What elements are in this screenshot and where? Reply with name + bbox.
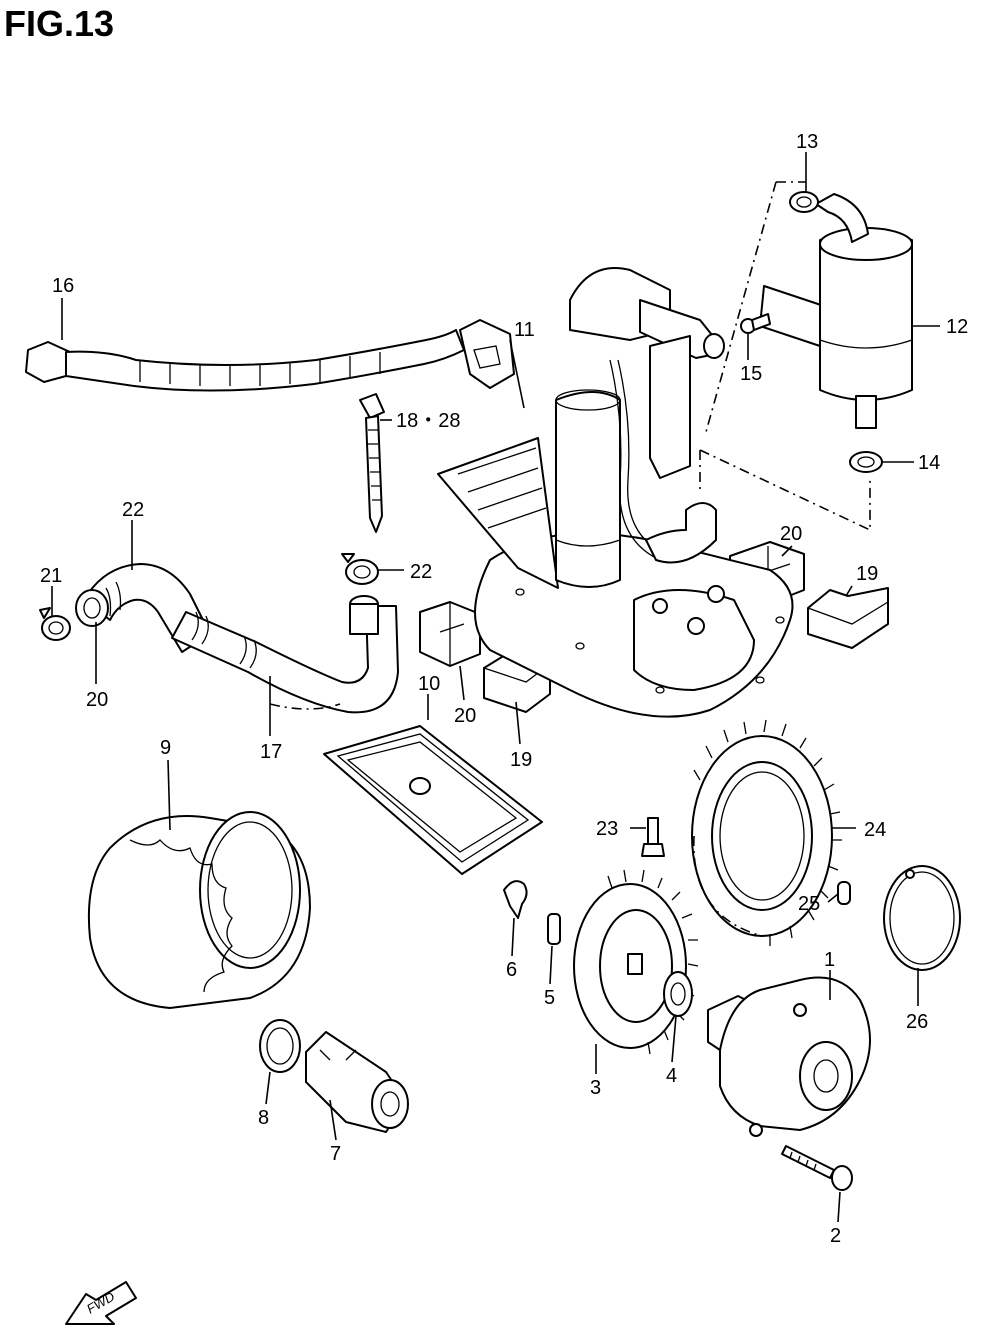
callout-5: 5: [544, 987, 555, 1009]
washer-part-4: [663, 971, 693, 1017]
o-ring-part-8: [259, 1019, 301, 1073]
callout-16: 16: [52, 275, 74, 297]
hose-clamp-part-14: [849, 451, 883, 473]
starter-gear-part-25: [691, 719, 842, 946]
pump-gear-part-3: [573, 869, 699, 1055]
callout-22-right: 22: [410, 561, 432, 583]
fitting-part-7: [305, 1031, 409, 1133]
hose-clamp-part-13: [789, 191, 819, 213]
callout-22-left: 21: [40, 565, 62, 587]
callout-19-right: 19: [856, 563, 878, 585]
screw-part-15: [740, 313, 771, 334]
screw-part-2: [781, 1145, 853, 1191]
callout-23: 22: [122, 499, 144, 521]
callout-12: 12: [946, 316, 968, 338]
bolt-part-24: [641, 817, 665, 857]
callout-9: 9: [160, 737, 171, 759]
callout-19-left: 19: [510, 749, 532, 771]
callout-24: 23: [596, 818, 618, 840]
callout-13: 13: [796, 131, 818, 153]
hose-clamp-part-22-a: [39, 607, 71, 641]
circlip-part-27: [883, 865, 961, 971]
hose-clamp-part-22-b: [341, 553, 379, 585]
callout-3: 3: [590, 1077, 601, 1099]
callout-14: 14: [918, 452, 940, 474]
callout-6: 6: [506, 959, 517, 981]
pin-part-26: [837, 881, 851, 905]
fuel-filter-part-12: [705, 181, 913, 433]
callout-labels: 13 12 14 15 16 11 18・28 22 21 22 20 17 1…: [40, 131, 968, 1247]
oil-pump-part-1: [707, 976, 871, 1137]
callout-11: 11: [514, 319, 535, 341]
callout-17: 17: [260, 741, 282, 763]
clip-part-6: [503, 880, 528, 919]
callout-25: 24: [864, 819, 886, 841]
callout-1: 1: [824, 949, 835, 971]
callout-4: 4: [666, 1065, 677, 1087]
fuel-hose-part-17: [171, 595, 399, 714]
callout-7: 7: [330, 1143, 341, 1165]
fuel-pump-part-11: [437, 267, 871, 718]
figure-title: FIG.13: [4, 3, 114, 44]
callout-18-28: 18・28: [396, 410, 461, 432]
callout-8: 8: [258, 1107, 269, 1129]
callout-26: 25: [798, 893, 820, 915]
callout-21: 20: [86, 689, 108, 711]
leader-lines: [51, 152, 940, 1223]
cable-tie-part-18-28: [359, 393, 385, 533]
callout-2: 2: [830, 1225, 841, 1247]
callout-27: 26: [906, 1011, 928, 1033]
pin-part-5: [547, 913, 561, 945]
forward-direction-arrow: FWD: [65, 1281, 137, 1325]
wiring-harness-part-16: [25, 319, 515, 392]
callout-15: 15: [740, 363, 762, 385]
cushion-part-19-right: [807, 587, 889, 649]
callout-20-left: 20: [454, 705, 476, 727]
cushion-part-20-left: [419, 601, 481, 667]
oil-strainer-part-10: [323, 725, 543, 875]
oil-filter-part-9: [87, 811, 311, 1009]
callout-10: 10: [418, 673, 440, 695]
callout-20-right: 20: [780, 523, 802, 545]
